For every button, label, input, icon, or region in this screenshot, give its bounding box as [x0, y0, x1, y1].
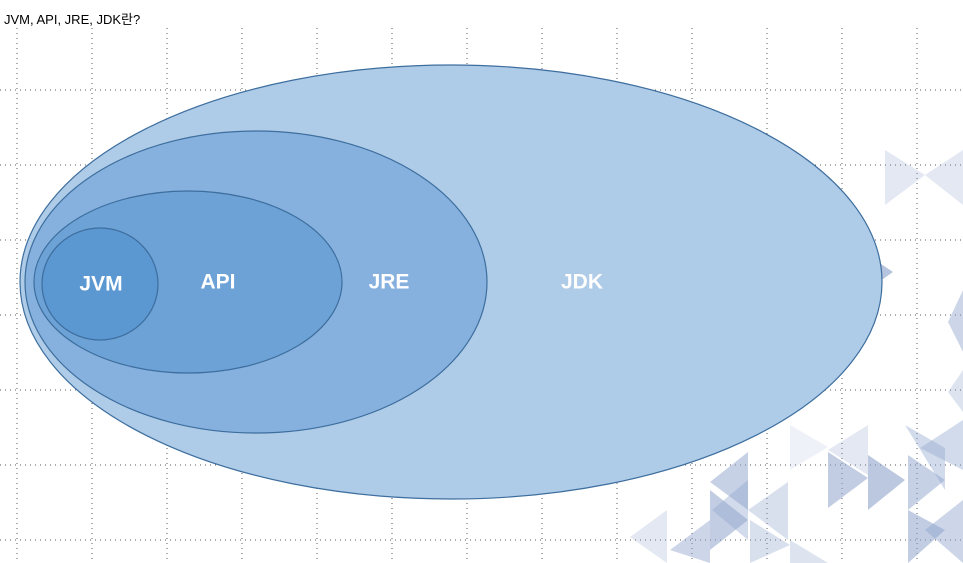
- triangle-shape: [948, 370, 963, 412]
- triangle-shape: [790, 540, 828, 563]
- triangle-shape: [920, 420, 963, 470]
- triangle-shape: [925, 150, 963, 205]
- triangle-shape: [925, 500, 963, 563]
- triangle-shape: [885, 150, 925, 205]
- triangle-shape: [905, 425, 945, 490]
- triangle-shape: [670, 520, 710, 563]
- triangle-shape: [748, 482, 788, 540]
- triangle-shape: [908, 455, 945, 510]
- triangle-shape: [948, 290, 963, 352]
- triangle-shape: [630, 510, 667, 563]
- triangle-shape: [828, 425, 868, 475]
- triangle-shape: [710, 490, 748, 550]
- triangle-shape: [750, 520, 790, 563]
- triangle-decoration: [630, 150, 963, 563]
- triangle-shape: [790, 425, 828, 470]
- jre-label: JRE: [369, 271, 410, 294]
- jvm-ellipse: [41, 227, 159, 341]
- api-label: API: [200, 271, 235, 294]
- triangle-shape: [828, 452, 868, 508]
- jvm-label: JVM: [79, 273, 122, 296]
- triangle-shape: [710, 452, 748, 510]
- page-title: JVM, API, JRE, JDK란?: [4, 12, 141, 27]
- triangle-shape: [868, 455, 905, 510]
- triangle-shape: [908, 510, 945, 563]
- jdk-label: JDK: [561, 271, 603, 294]
